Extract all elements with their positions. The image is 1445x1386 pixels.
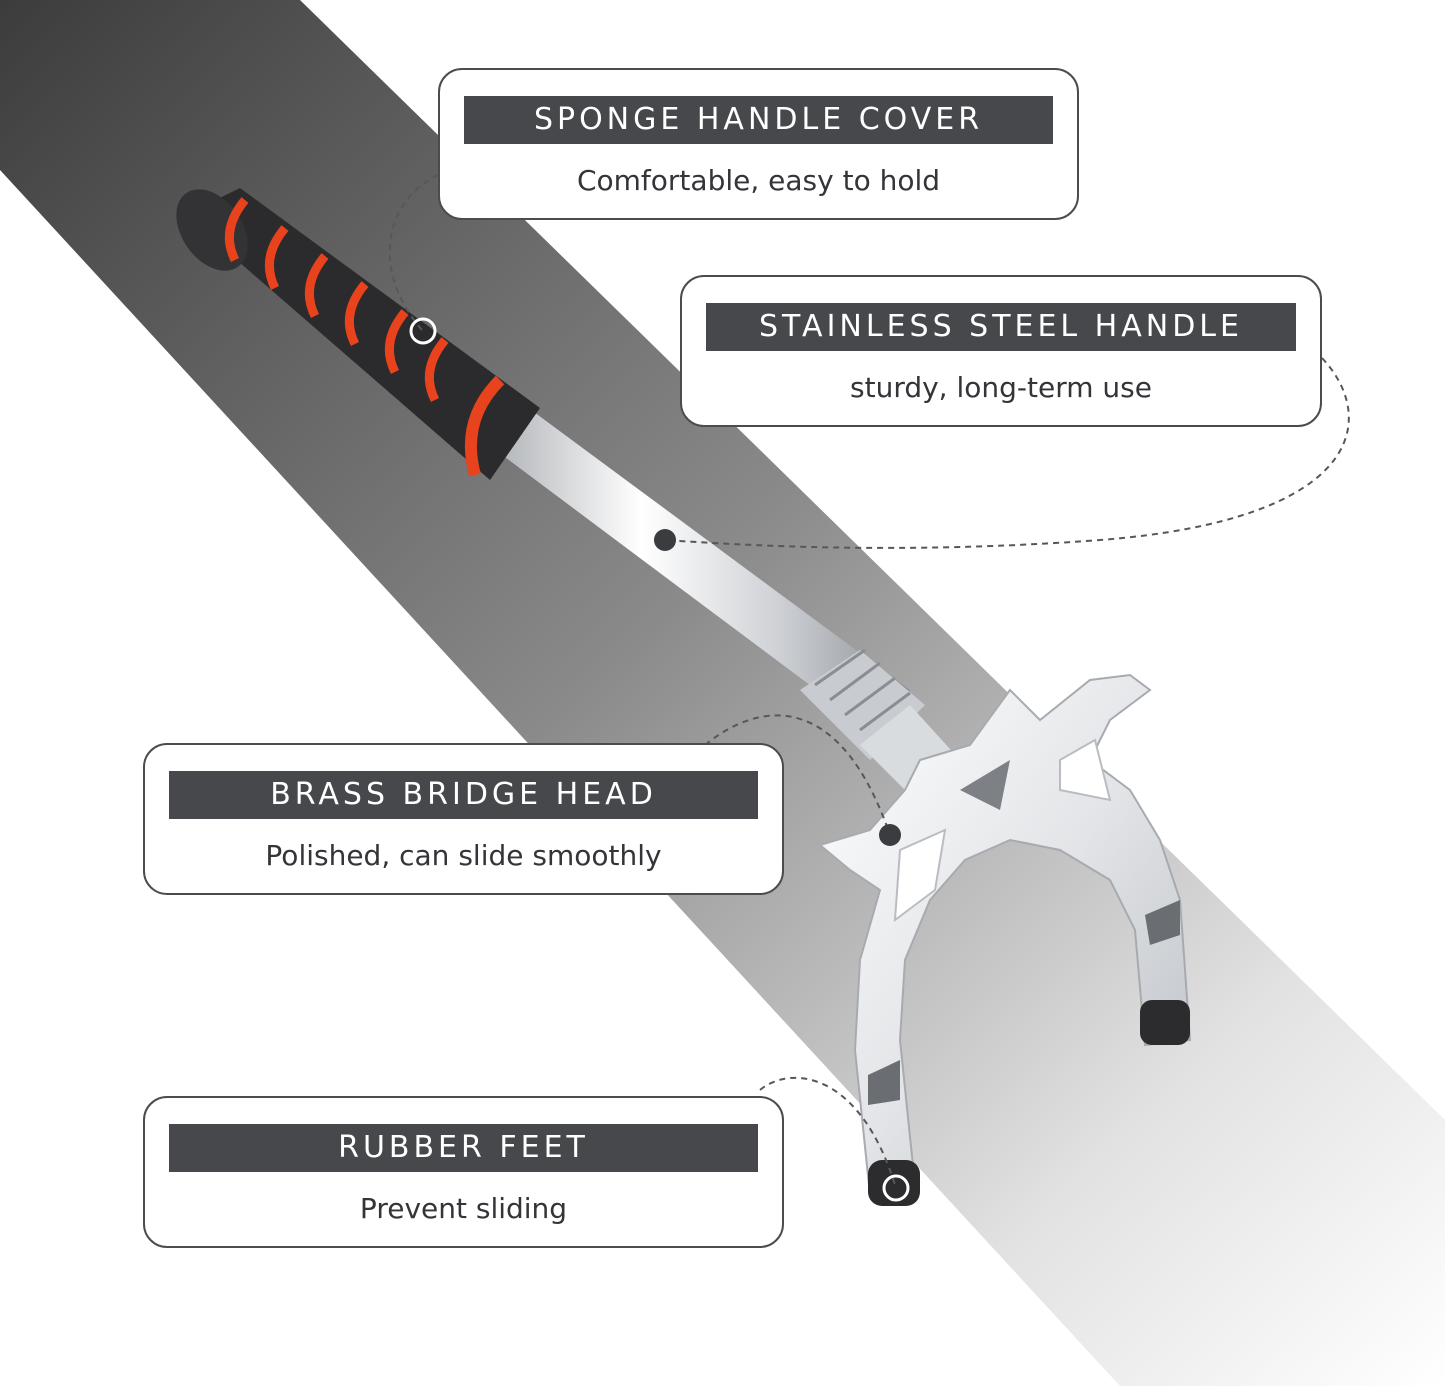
marker-dot-icon xyxy=(654,529,676,551)
marker-ring-icon xyxy=(409,317,437,345)
callout-description: Comfortable, easy to hold xyxy=(576,164,941,197)
bridge-head xyxy=(817,673,1192,1197)
callout-stainless-steel-handle: STAINLESS STEEL HANDLE sturdy, long-term… xyxy=(680,275,1322,427)
callout-description: Prevent sliding xyxy=(359,1192,568,1225)
marker-dot-icon xyxy=(879,824,901,846)
callout-rubber-feet: RUBBER FEET Prevent sliding xyxy=(143,1096,784,1248)
callout-brass-bridge-head: BRASS BRIDGE HEAD Polished, can slide sm… xyxy=(143,743,784,895)
connector-lines xyxy=(388,174,1350,1189)
rubber-foot-right xyxy=(1140,1000,1190,1045)
callout-title: SPONGE HANDLE COVER xyxy=(464,96,1053,144)
callout-description: sturdy, long-term use xyxy=(850,371,1152,404)
callout-title: BRASS BRIDGE HEAD xyxy=(169,771,758,819)
callout-description: Polished, can slide smoothly xyxy=(265,839,662,872)
callout-sponge-handle-cover: SPONGE HANDLE COVER Comfortable, easy to… xyxy=(438,68,1079,220)
sponge-grip xyxy=(176,188,540,480)
marker-ring-icon xyxy=(882,1174,910,1202)
callout-title: RUBBER FEET xyxy=(169,1124,758,1172)
callout-title: STAINLESS STEEL HANDLE xyxy=(706,303,1296,351)
